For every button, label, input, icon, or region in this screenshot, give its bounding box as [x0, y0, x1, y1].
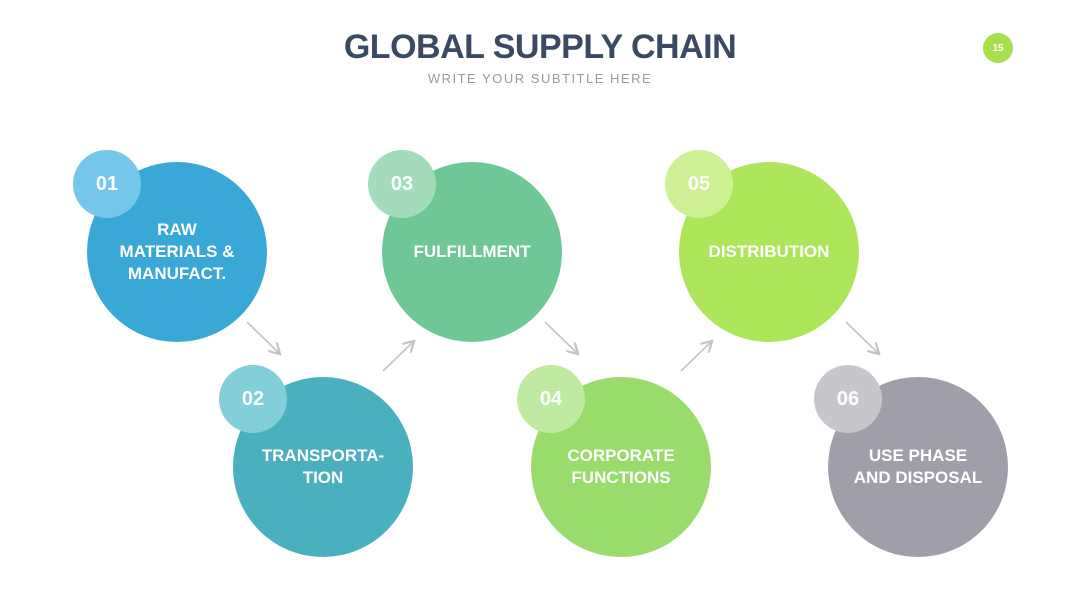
page-subtitle: WRITE YOUR SUBTITLE HERE [427, 71, 653, 86]
step-number-badge: 03 [368, 150, 436, 218]
step-use-phase-disposal: USE PHASE AND DISPOSAL 06 [814, 365, 1008, 557]
step-raw-materials: RAW MATERIALS & MANUFACT. 01 [73, 150, 267, 342]
step-label: USE PHASE AND DISPOSAL [853, 446, 983, 487]
arrow-02-03 [382, 342, 413, 372]
step-number-badge: 02 [219, 365, 287, 433]
step-number-badge: 01 [73, 150, 141, 218]
step-corporate-functions: CORPORATE FUNCTIONS 04 [517, 365, 711, 557]
step-distribution: DISTRIBUTION 05 [665, 150, 859, 342]
step-fulfillment: FULFILLMENT 03 [368, 150, 562, 342]
step-number-badge: 04 [517, 365, 585, 433]
step-label: RAW MATERIALS & MANUFACT. [119, 220, 235, 283]
page-number-badge: 15 [983, 33, 1013, 63]
step-label: TRANSPORTA- TION [261, 446, 385, 487]
arrow-04-05 [680, 342, 711, 372]
step-transportation: TRANSPORTA- TION 02 [219, 365, 413, 557]
arrow-03-04 [544, 321, 577, 353]
page-title: GLOBAL SUPPLY CHAIN [343, 28, 737, 66]
step-number-badge: 05 [665, 150, 733, 218]
step-label: FULFILLMENT [413, 242, 531, 261]
arrow-05-06 [845, 321, 878, 353]
step-number-badge: 06 [814, 365, 882, 433]
step-label: CORPORATE FUNCTIONS [567, 446, 675, 487]
arrow-01-02 [246, 321, 279, 353]
step-label: DISTRIBUTION [708, 242, 830, 261]
